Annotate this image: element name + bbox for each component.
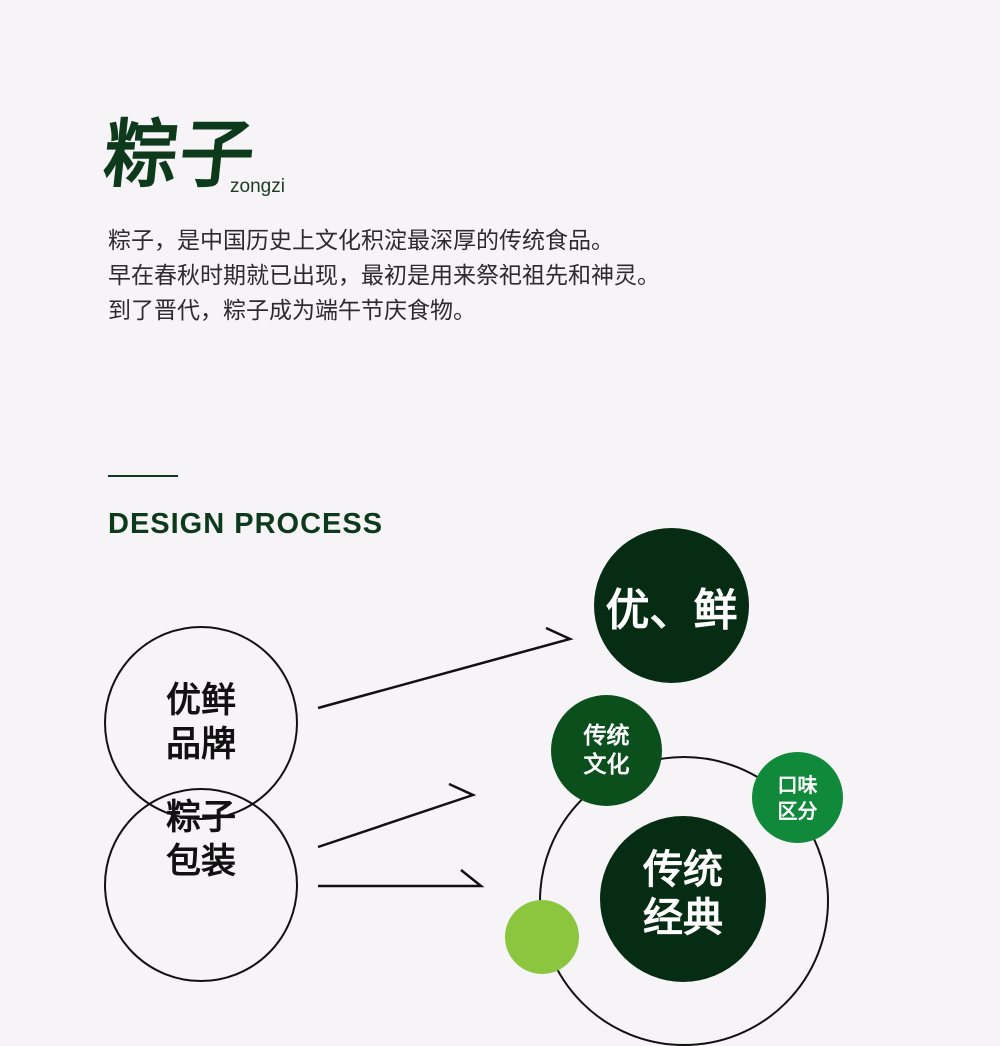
circle-label: 品牌 (165, 725, 236, 765)
dot-label: 优、鲜 (605, 584, 738, 636)
intro-line: 早在春秋时期就已出现，最初是用来祭祀祖先和神灵。 (108, 263, 660, 289)
dot-label: 传统 (583, 722, 630, 749)
dot-label: 口味 (777, 772, 818, 797)
arrow-to-culture (317, 782, 477, 849)
dot-label: 传统 (643, 847, 723, 893)
title-block: 粽子 zongzi (99, 112, 284, 198)
arrow-to-youxian (317, 626, 574, 710)
dot-label: 区分 (777, 798, 818, 823)
circle-label: 优鲜 (165, 681, 236, 721)
dot-label: 文化 (583, 751, 630, 778)
circle-youxian-brand: 优鲜 品牌 (104, 626, 298, 820)
dot-youxian: 优、鲜 (594, 528, 749, 683)
dot-label: 经典 (643, 895, 723, 941)
section-divider (108, 475, 178, 477)
circle-label: 粽子 (165, 798, 236, 838)
page-title-pinyin: zongzi (230, 176, 285, 197)
dot-taste-distinction: 口味 区分 (752, 752, 843, 843)
dot-traditional-classic: 传统 经典 (600, 816, 766, 982)
intro-line: 到了晋代，粽子成为端午节庆食物。 (108, 298, 476, 324)
dot-lime-accent (505, 900, 579, 974)
intro-text: 粽子，是中国历史上文化积淀最深厚的传统食品。 早在春秋时期就已出现，最初是用来祭… (108, 224, 660, 329)
intro-line: 粽子，是中国历史上文化积淀最深厚的传统食品。 (108, 228, 614, 254)
diagram-arrows (317, 626, 574, 888)
circle-zongzi-package: 粽子 包装 (104, 788, 298, 982)
dot-traditional-culture: 传统 文化 (551, 695, 662, 806)
circle-label: 包装 (165, 842, 236, 882)
arrow-to-classic (318, 869, 485, 888)
section-title: DESIGN PROCESS (108, 508, 384, 540)
